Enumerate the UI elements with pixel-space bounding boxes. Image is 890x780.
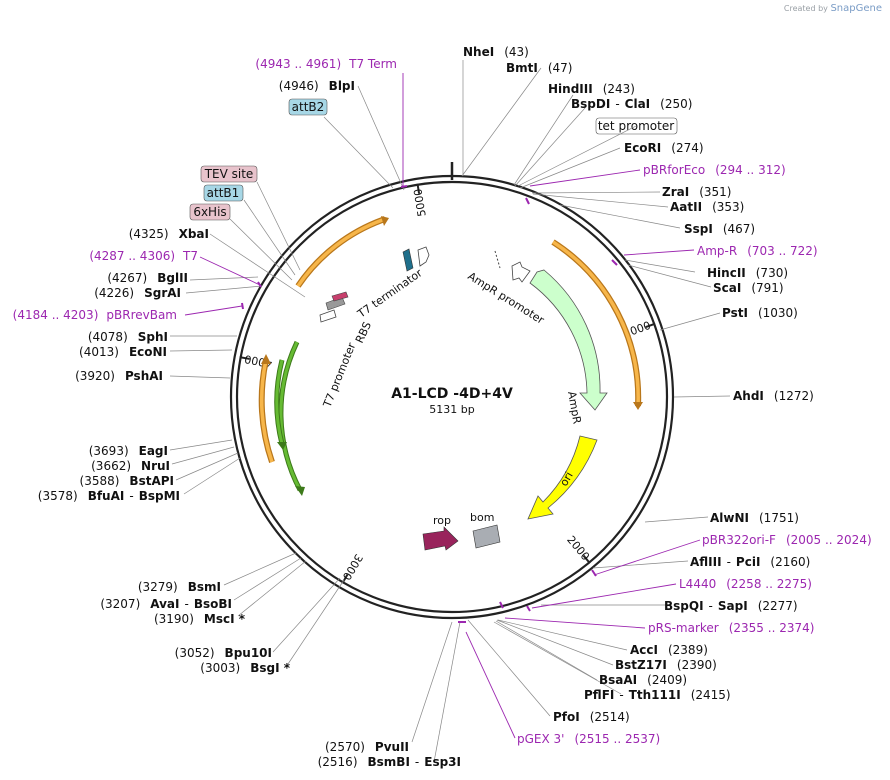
feature-label-ampr: AmpR bbox=[565, 390, 584, 425]
enzyme-BfuAI-BspMI[interactable]: (3578)BfuAI-BspMI bbox=[38, 489, 180, 503]
feature-lacI-outer[interactable] bbox=[278, 340, 305, 496]
tick-mark bbox=[582, 554, 591, 564]
enzyme-BsgI[interactable]: (3003)BsgI * bbox=[200, 661, 290, 675]
feature-orange-orf-top[interactable] bbox=[295, 216, 389, 288]
tick-label: 3000 bbox=[340, 552, 365, 583]
primer-pBR322ori-F[interactable]: pBR322ori-F(2005 .. 2024) bbox=[702, 533, 872, 547]
enzyme-PfoI[interactable]: PfoI(2514) bbox=[553, 710, 630, 724]
enzyme-SspI[interactable]: SspI(467) bbox=[684, 222, 755, 236]
backbone-inner bbox=[235, 180, 669, 614]
tick-label: 5000 bbox=[411, 188, 428, 218]
enzyme-ZraI[interactable]: ZraI(351) bbox=[662, 185, 731, 199]
enzyme-XbaI[interactable]: (4325)XbaI bbox=[129, 227, 209, 241]
enzyme-AccI[interactable]: AccI(2389) bbox=[630, 643, 708, 657]
feature-lacI-inner[interactable] bbox=[274, 359, 287, 450]
enzyme-BlpI[interactable]: (4946)BlpI bbox=[279, 79, 355, 93]
enzyme-EcoNI[interactable]: (4013)EcoNI bbox=[79, 345, 167, 359]
feature-rop[interactable]: rop bbox=[422, 514, 459, 551]
svg-text:attB2: attB2 bbox=[292, 100, 325, 114]
svg-text:attB1: attB1 bbox=[207, 186, 240, 200]
feature-box-attB2[interactable]: attB2 bbox=[288, 98, 328, 116]
tick-mark bbox=[239, 356, 250, 360]
enzyme-BmtI[interactable]: BmtI(47) bbox=[506, 61, 573, 75]
primer-marks bbox=[241, 185, 618, 623]
plasmid-name: A1-LCD -4D+4V bbox=[391, 386, 513, 402]
feature-bom[interactable]: bom bbox=[470, 511, 501, 549]
primer-lines bbox=[184, 73, 701, 739]
feature-AmpR[interactable]: AmpR bbox=[529, 269, 608, 425]
enzyme-Bpu10I[interactable]: (3052)Bpu10I bbox=[175, 646, 272, 660]
tick-label: 2000 bbox=[564, 533, 592, 563]
svg-text:TEV site: TEV site bbox=[204, 167, 254, 181]
feature-label-rop: rop bbox=[433, 514, 451, 527]
snapgene-credit: Created by SnapGene bbox=[783, 3, 882, 14]
primer-labels: (4943 .. 4961)T7 Term pBRforEco(294 .. 3… bbox=[13, 57, 872, 746]
primer-T7-Term[interactable]: (4943 .. 4961)T7 Term bbox=[255, 57, 397, 71]
svg-text:6xHis: 6xHis bbox=[193, 205, 226, 219]
feature-box-attB1[interactable]: attB1 bbox=[203, 184, 244, 202]
feature-AmpR-promoter[interactable]: AmpR promoter bbox=[465, 250, 547, 327]
feature-label-ori: ori bbox=[557, 470, 575, 489]
snapgene-logo: SnapGene bbox=[830, 3, 882, 14]
enzyme-BsaAI[interactable]: BsaAI(2409) bbox=[599, 673, 687, 687]
svg-text:tet promoter: tet promoter bbox=[598, 119, 674, 133]
feature-box-tev-site[interactable]: TEV site bbox=[200, 165, 258, 183]
primer-pBRrevBam[interactable]: (4184 .. 4203)pBRrevBam bbox=[13, 308, 177, 322]
enzyme-PvuII[interactable]: (2570)PvuII bbox=[325, 740, 409, 754]
enzyme-SphI[interactable]: (4078)SphI bbox=[88, 330, 168, 344]
primer-T7[interactable]: (4287 .. 4306)T7 bbox=[89, 249, 198, 263]
enzyme-HindIII[interactable]: HindIII(243) bbox=[548, 82, 635, 96]
feature-orange-orf-right[interactable] bbox=[551, 239, 643, 410]
tick-mark bbox=[416, 183, 421, 194]
primer-pGEX-3[interactable]: pGEX 3'(2515 .. 2537) bbox=[517, 732, 660, 746]
enzyme-ScaI[interactable]: ScaI(791) bbox=[713, 281, 784, 295]
enzyme-MscI[interactable]: (3190)MscI * bbox=[154, 612, 246, 626]
feature-label-t7-promoter: T7 promoter bbox=[320, 341, 358, 411]
feature-label-t7-terminator: T7 terminator bbox=[354, 266, 425, 321]
enzyme-BsmBI-Esp3I[interactable]: (2516)BsmBI-Esp3I bbox=[318, 755, 461, 769]
enzyme-BstZ17I[interactable]: BstZ17I(2390) bbox=[615, 658, 717, 672]
enzyme-EagI[interactable]: (3693)EagI bbox=[89, 444, 168, 458]
enzyme-SgrAI[interactable]: (4226)SgrAI bbox=[94, 286, 181, 300]
enzyme-BsmI[interactable]: (3279)BsmI bbox=[138, 580, 221, 594]
enzyme-PflFI-Tth111I[interactable]: PflFI-Tth111I(2415) bbox=[584, 688, 731, 702]
enzyme-EcoRI[interactable]: EcoRI(274) bbox=[624, 141, 704, 155]
enzyme-AvaI-BsoBI[interactable]: (3207)AvaI-BsoBI bbox=[100, 597, 232, 611]
primer-pRS-marker[interactable]: pRS-marker(2355 .. 2374) bbox=[648, 621, 814, 635]
enzyme-labels-right: NheI(43) BmtI(47) HindIII(243) BspDI-Cla… bbox=[463, 45, 814, 724]
feature-orange-orf-left[interactable] bbox=[258, 354, 275, 463]
enzyme-BspDI-ClaI[interactable]: BspDI-ClaI(250) bbox=[571, 97, 692, 111]
primer-pBRforEco[interactable]: pBRforEco(294 .. 312) bbox=[643, 163, 786, 177]
feature-ori[interactable]: ori bbox=[527, 435, 598, 520]
feature-label-rbs: RBS bbox=[353, 320, 374, 345]
feature-label-bom: bom bbox=[470, 511, 494, 524]
primer-Amp-R[interactable]: Amp-R(703 .. 722) bbox=[697, 244, 818, 258]
enzyme-AflIII-PciI[interactable]: AflIII-PciI(2160) bbox=[690, 555, 810, 569]
enzyme-BstAPI[interactable]: (3588)BstAPI bbox=[80, 474, 174, 488]
enzyme-PshAI[interactable]: (3920)PshAI bbox=[75, 369, 163, 383]
feature-box-tet-promoter[interactable]: tet promoter bbox=[595, 117, 678, 135]
enzyme-NruI[interactable]: (3662)NruI bbox=[91, 459, 170, 473]
leader-lines bbox=[169, 60, 731, 763]
enzyme-AhdI[interactable]: AhdI(1272) bbox=[733, 389, 814, 403]
enzyme-NheI[interactable]: NheI(43) bbox=[463, 45, 529, 59]
plasmid-length: 5131 bp bbox=[429, 403, 474, 416]
feature-box-6xhis[interactable]: 6xHis bbox=[189, 203, 231, 221]
enzyme-BglII[interactable]: (4267)BglII bbox=[107, 271, 188, 285]
feature-T7-terminator[interactable]: T7 terminator bbox=[354, 246, 430, 321]
enzyme-AlwNI[interactable]: AlwNI(1751) bbox=[710, 511, 799, 525]
enzyme-AatII[interactable]: AatII(353) bbox=[670, 200, 744, 214]
enzyme-PstI[interactable]: PstI(1030) bbox=[722, 306, 798, 320]
enzyme-BspQI-SapI[interactable]: BspQI-SapI(2277) bbox=[664, 599, 798, 613]
enzyme-labels-left: (4946)BlpI (4325)XbaI (4267)BglII (4226)… bbox=[38, 79, 461, 769]
tick-mark bbox=[645, 322, 656, 329]
enzyme-HincII[interactable]: HincII(730) bbox=[707, 266, 788, 280]
primer-L4440[interactable]: L4440(2258 .. 2275) bbox=[679, 577, 812, 591]
